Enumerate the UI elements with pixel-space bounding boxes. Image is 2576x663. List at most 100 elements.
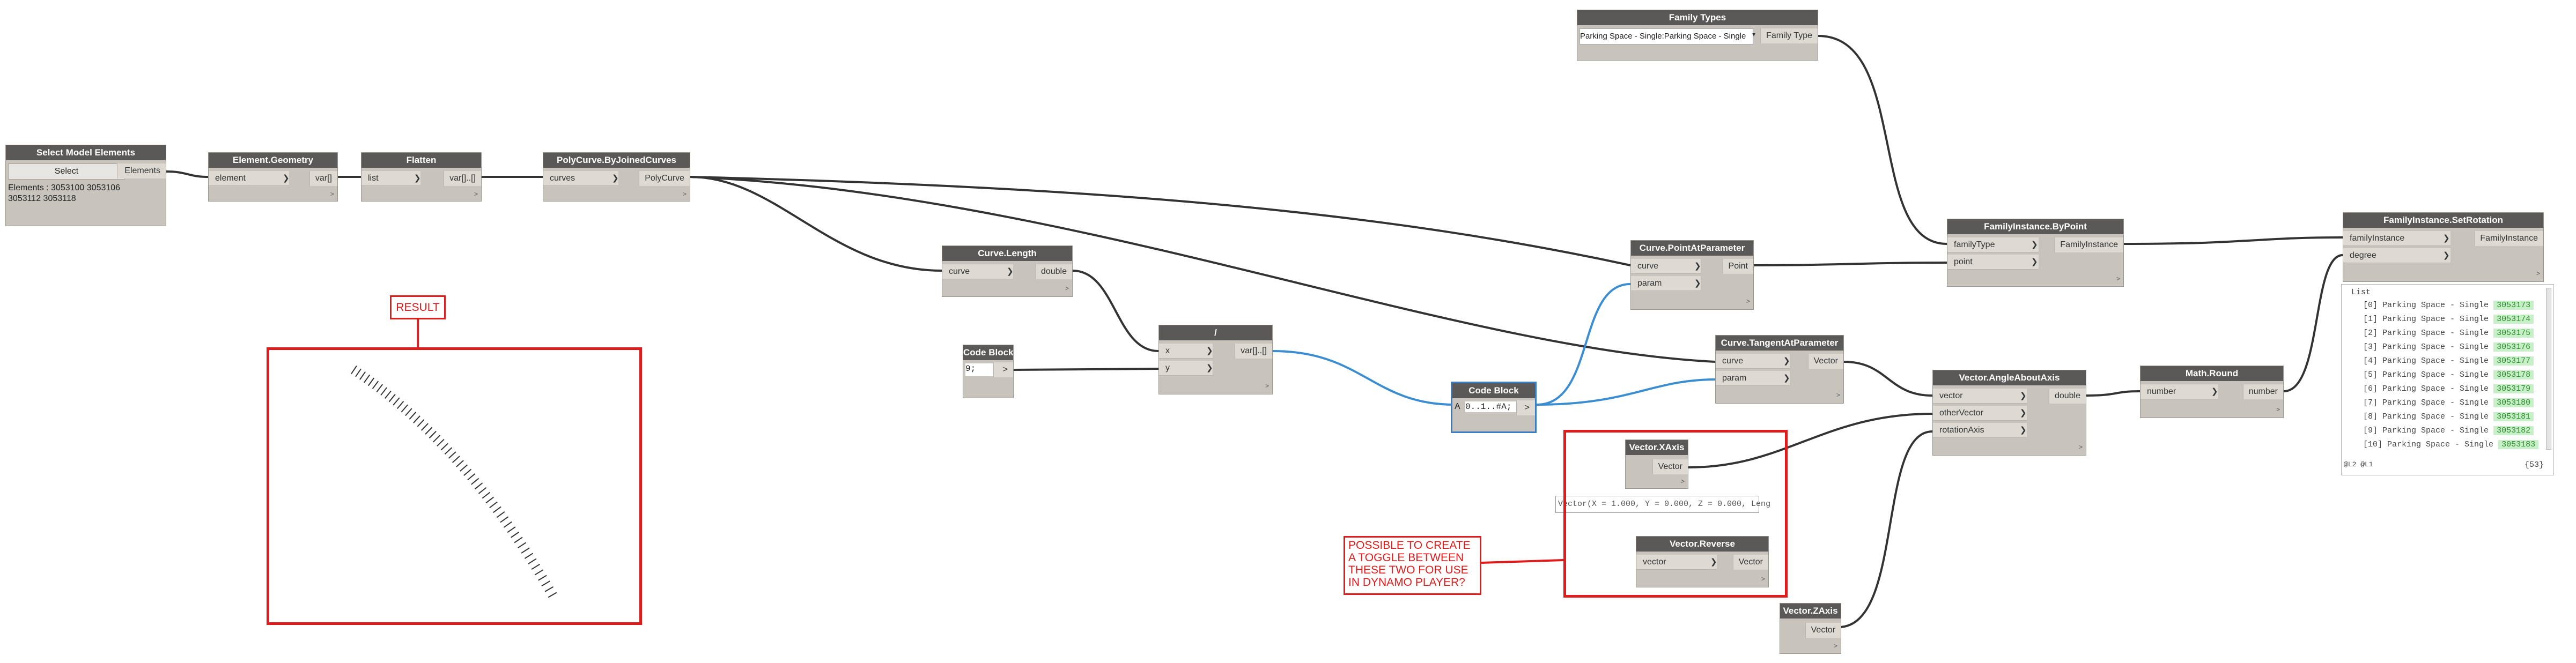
node-family-types[interactable]: Family Types Parking Space - Single:Park… (1577, 10, 1818, 61)
result-stroke (500, 516, 509, 523)
element-id-badge[interactable]: 3053175 (2493, 329, 2534, 338)
output-port[interactable]: > (1516, 400, 1535, 415)
node-title: Vector.AngleAboutAxis (1933, 370, 2086, 385)
input-port-curve[interactable]: curve (942, 264, 1013, 279)
node-family-instance-set-rotation[interactable]: FamilyInstance.SetRotation familyInstanc… (2343, 212, 2544, 282)
result-stroke (548, 592, 557, 598)
element-id-badge[interactable]: 3053181 (2493, 412, 2534, 421)
output-port-double[interactable]: double (2048, 389, 2086, 404)
input-port-number[interactable]: number (2140, 384, 2218, 399)
input-port-curve[interactable]: curve (1716, 354, 1790, 369)
node-element-geometry[interactable]: Element.Geometry element ❯ var[] > (208, 152, 338, 202)
element-id-badge[interactable]: 3053182 (2493, 426, 2534, 435)
result-stroke (514, 537, 523, 543)
node-vector-xaxis[interactable]: Vector.XAxis Vector > (1625, 439, 1688, 489)
result-stroke (385, 390, 392, 399)
code-text[interactable]: 0..1..#A; (1465, 401, 1519, 412)
output-port-elements[interactable]: Elements (117, 163, 166, 178)
output-port-vector[interactable]: Vector (1652, 459, 1688, 474)
input-port-element[interactable]: element (209, 171, 289, 186)
input-port-param[interactable]: param (1631, 276, 1701, 291)
node-curve-point-at-parameter[interactable]: Curve.PointAtParameter curve ❯ param ❯ P… (1630, 240, 1754, 310)
watch-list-preview[interactable]: List [0] Parking Space - Single 3053173[… (2341, 284, 2554, 475)
node-math-round[interactable]: Math.Round number ❯ number > (2140, 366, 2284, 418)
element-id-badge[interactable]: 3053183 (2498, 440, 2539, 449)
input-port-a[interactable]: A (1455, 402, 1460, 411)
input-port-param[interactable]: param (1716, 371, 1790, 386)
element-id-badge[interactable]: 3053180 (2493, 398, 2534, 407)
result-stroke (534, 569, 544, 576)
node-family-instance-by-point[interactable]: FamilyInstance.ByPoint familyType ❯ poin… (1947, 219, 2124, 287)
output-port-family-instance[interactable]: FamilyInstance (2054, 237, 2123, 252)
input-port-other-vector[interactable]: otherVector (1933, 406, 2027, 421)
watch-scrollbar[interactable] (2546, 288, 2551, 450)
chevron-right-icon: ❯ (2020, 408, 2027, 418)
result-stroke (409, 412, 417, 420)
input-port-curve[interactable]: curve (1631, 259, 1701, 274)
node-curve-tangent-at-parameter[interactable]: Curve.TangentAtParameter curve ❯ param ❯… (1715, 335, 1844, 404)
node-code-block-range[interactable]: Code Block A 0..1..#A; > (1451, 382, 1537, 433)
lacing-indicator: > (1833, 642, 1837, 650)
node-vector-reverse[interactable]: Vector.Reverse vector ❯ Vector > (1636, 536, 1769, 587)
element-id-badge[interactable]: 3053179 (2493, 384, 2534, 393)
output-port-polycurve[interactable]: PolyCurve (639, 171, 690, 186)
family-type-dropdown[interactable]: Parking Space - Single:Parking Space - S… (1579, 28, 1753, 44)
chevron-right-icon: ❯ (2020, 426, 2027, 435)
list-item-name: Parking Space - Single (2382, 398, 2494, 407)
input-port-list[interactable]: list (361, 171, 420, 186)
input-port-y[interactable]: y (1159, 361, 1213, 376)
wire-polycurve-to-tangent (690, 176, 1716, 363)
node-flatten[interactable]: Flatten list ❯ var[]..[] > (361, 152, 482, 202)
result-stroke (425, 427, 433, 435)
lacing-indicator: > (2116, 275, 2120, 282)
element-id-badge[interactable]: 3053178 (2493, 370, 2534, 379)
input-port-curves[interactable]: curves (543, 171, 618, 186)
input-port-vector[interactable]: vector (1933, 389, 2027, 404)
wire-xaxis-to-angle (1688, 413, 1933, 468)
select-button[interactable]: Select (8, 163, 125, 180)
output-port-var[interactable]: var[] (309, 171, 337, 186)
output-port-family-type[interactable]: Family Type (1760, 28, 1818, 43)
node-vector-zaxis[interactable]: Vector.ZAxis Vector > (1780, 603, 1841, 654)
node-divide[interactable]: / x ❯ y ❯ var[]..[] > (1158, 325, 1273, 394)
input-port-vector[interactable]: vector (1636, 555, 1717, 570)
node-polycurve-by-joined-curves[interactable]: PolyCurve.ByJoinedCurves curves ❯ PolyCu… (543, 152, 690, 202)
element-id-badge[interactable]: 3053176 (2493, 342, 2534, 352)
list-item-name: Parking Space - Single (2382, 329, 2494, 338)
output-port-var[interactable]: var[]..[] (1235, 344, 1272, 359)
chevron-right-icon: ❯ (1206, 363, 1213, 373)
output-port-vector[interactable]: Vector (1805, 623, 1841, 638)
output-port[interactable]: > (993, 362, 1013, 377)
output-port-vector[interactable]: Vector (1807, 354, 1843, 369)
input-port-point[interactable]: point (1947, 255, 2039, 270)
list-item-index: [4] (2363, 356, 2383, 366)
result-stroke (440, 443, 448, 451)
node-select-model-elements[interactable]: Select Model Elements Select Elements El… (5, 145, 166, 226)
input-port-family-instance[interactable]: familyInstance (2343, 231, 2450, 246)
node-title: Family Types (1577, 10, 1818, 25)
output-port-double[interactable]: double (1035, 264, 1072, 279)
toggle-highlight-box (1563, 430, 1788, 598)
list-header: List (2351, 288, 2371, 297)
chevron-down-icon[interactable]: ▾ (1752, 31, 1756, 38)
output-port-vector[interactable]: Vector (1732, 555, 1768, 570)
result-stroke (433, 435, 441, 443)
output-port-number[interactable]: number (2242, 384, 2283, 399)
input-port-degree[interactable]: degree (2343, 248, 2450, 263)
input-port-family-type[interactable]: familyType (1947, 237, 2039, 252)
code-text[interactable]: 9; (965, 363, 993, 376)
node-vector-angle-about-axis[interactable]: Vector.AngleAboutAxis vector ❯ otherVect… (1932, 370, 2086, 456)
result-stroke (474, 482, 483, 490)
node-curve-length[interactable]: Curve.Length curve ❯ double > (942, 245, 1073, 297)
wire-zaxis-to-angle (1838, 430, 1933, 628)
input-port-rotation-axis[interactable]: rotationAxis (1933, 423, 2027, 438)
element-id-badge[interactable]: 3053177 (2493, 356, 2534, 366)
output-port-var[interactable]: var[]..[] (444, 171, 481, 186)
output-port-point[interactable]: Point (1722, 259, 1753, 274)
node-code-block-constant[interactable]: Code Block 9; > (963, 345, 1014, 398)
list-item-name: Parking Space - Single (2382, 356, 2494, 366)
element-id-badge[interactable]: 3053174 (2493, 315, 2534, 324)
element-id-badge[interactable]: 3053173 (2493, 301, 2534, 310)
input-port-x[interactable]: x (1159, 344, 1213, 359)
output-port-family-instance[interactable]: FamilyInstance (2474, 231, 2543, 246)
